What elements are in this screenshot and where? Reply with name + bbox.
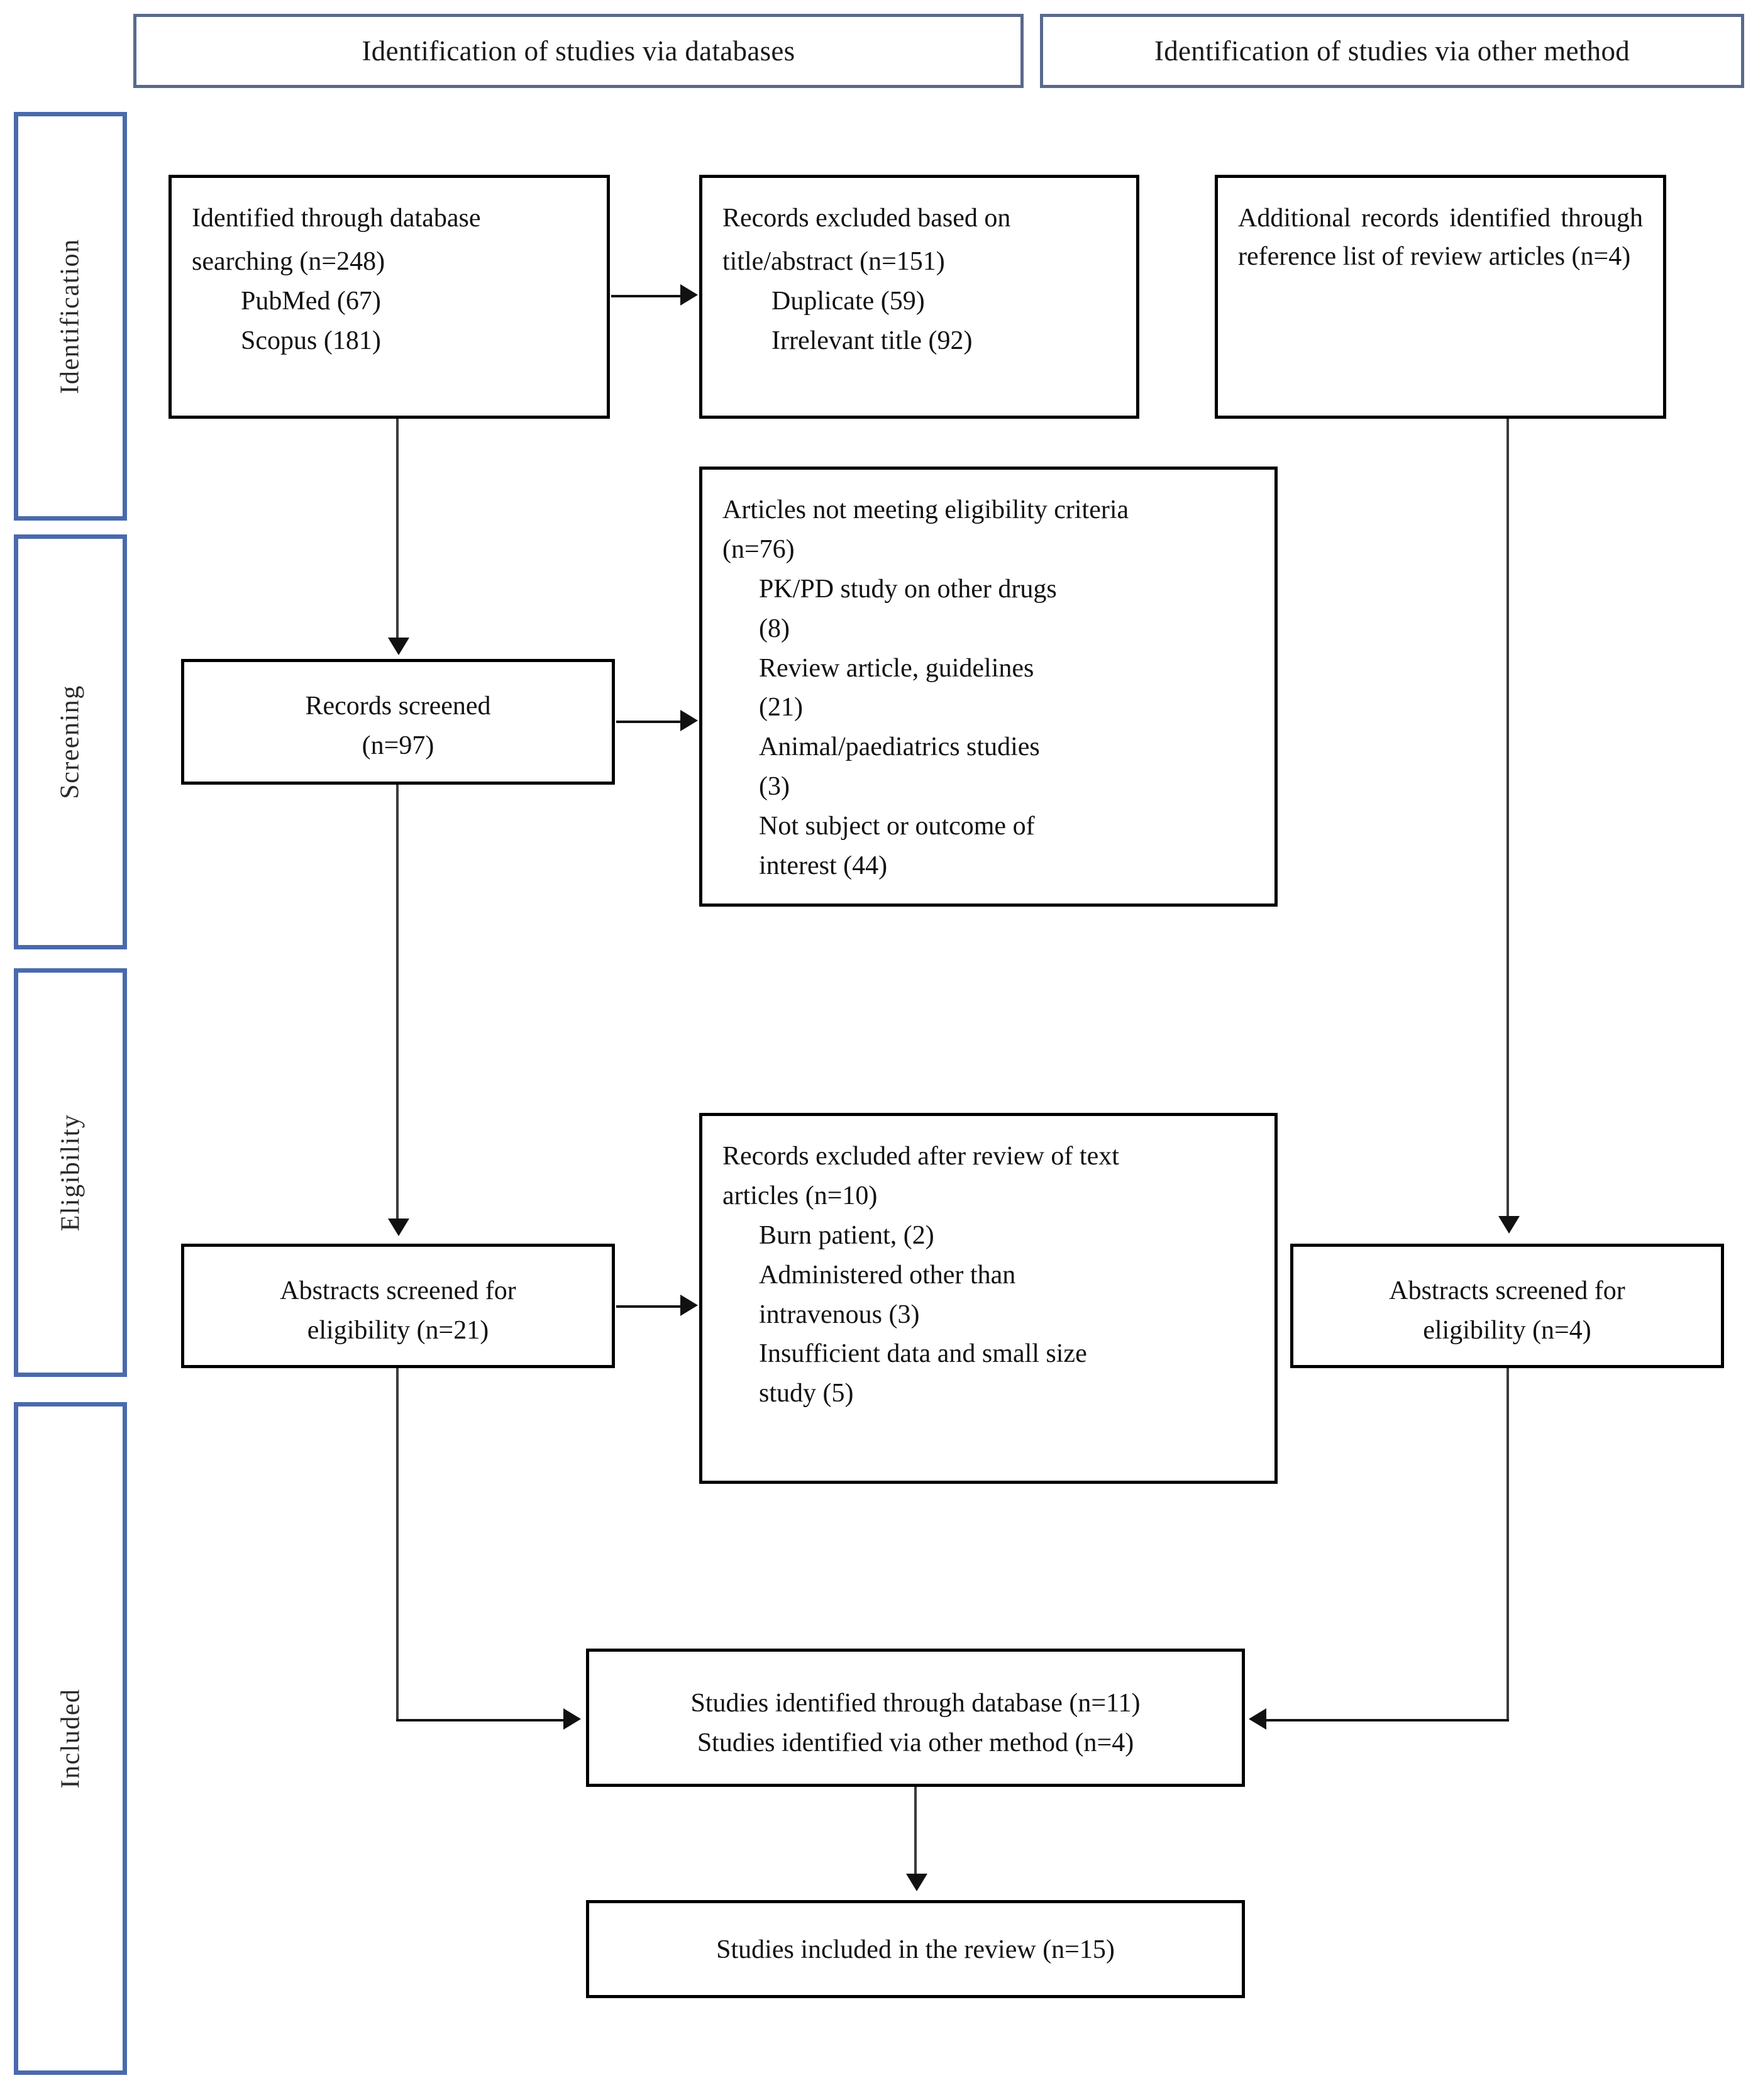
records-excluded-item-duplicate: Duplicate (59) — [771, 286, 925, 316]
articles-not-meeting-line1: Articles not meeting eligibility criteri… — [722, 495, 1129, 524]
articles-item-notsubject: Not subject or outcome of — [759, 812, 1035, 841]
records-screened-line1: Records screened — [305, 692, 491, 721]
connector-abstracts-right-left — [1264, 1719, 1509, 1721]
header-databases: Identification of studies via databases — [133, 14, 1024, 88]
connector-screened-to-abstracts — [396, 785, 399, 1221]
box-identified-through-database: Identified through database searching (n… — [169, 175, 610, 419]
records-excluded-item-burn: Burn patient, (2) — [759, 1220, 934, 1250]
stage-label-identification: Identification — [56, 238, 85, 394]
additional-records-text: Additional records identified through re… — [1238, 204, 1643, 271]
connector-screened-to-articles — [616, 721, 684, 723]
abstracts-right-line1: Abstracts screened for — [1389, 1276, 1625, 1305]
arrowhead-identified-to-screened — [388, 638, 409, 655]
connector-abstracts-left-right — [396, 1719, 567, 1721]
articles-item-pkpd: PK/PD study on other drugs — [759, 574, 1057, 604]
header-databases-label: Identification of studies via databases — [362, 35, 795, 67]
articles-not-meeting-line2: (n=76) — [722, 534, 795, 564]
connector-additional-to-abstracts-right — [1506, 419, 1509, 1219]
arrowhead-screened-to-abstracts — [388, 1219, 409, 1236]
records-excluded-item-irrelevant: Irrelevant title (92) — [771, 326, 973, 355]
articles-item-notsubject-count: interest (44) — [759, 851, 888, 881]
records-excluded-item-intravenous: intravenous (3) — [759, 1300, 920, 1329]
articles-item-animal-count: (3) — [759, 772, 790, 802]
studies-identified-line2: Studies identified via other method (n=4… — [697, 1728, 1134, 1757]
arrowhead-abstracts-to-excluded — [680, 1295, 698, 1316]
arrowhead-screened-to-articles — [680, 710, 698, 731]
header-other-method: Identification of studies via other meth… — [1040, 14, 1744, 88]
stage-rail-identification: Identification — [14, 112, 127, 521]
articles-item-pkpd-count: (8) — [759, 614, 790, 643]
records-excluded-item-study: study (5) — [759, 1379, 854, 1408]
stage-rail-eligibility: Eligibility — [14, 968, 127, 1377]
records-excluded-text-line2: articles (n=10) — [722, 1181, 878, 1210]
connector-identified-to-screened — [396, 419, 399, 640]
records-screened-line2: (n=97) — [362, 731, 434, 760]
records-excluded-title-line1: Records excluded based on — [722, 204, 1011, 233]
stage-label-screening: Screening — [56, 685, 86, 799]
records-excluded-title-line2: title/abstract (n=151) — [722, 246, 945, 276]
abstracts-left-line1: Abstracts screened for — [280, 1276, 516, 1305]
articles-item-review-count: (21) — [759, 693, 803, 722]
arrowhead-additional-to-abstracts-right — [1498, 1216, 1520, 1234]
identified-database-item-pubmed: PubMed (67) — [241, 286, 381, 316]
box-additional-records: Additional records identified through re… — [1215, 175, 1666, 419]
connector-identified-to-excluded — [611, 295, 685, 297]
box-studies-included: Studies included in the review (n=15) — [586, 1900, 1245, 1998]
records-excluded-item-administered: Administered other than — [759, 1260, 1016, 1290]
articles-item-review: Review article, guidelines — [759, 653, 1034, 683]
articles-item-animal: Animal/paediatrics studies — [759, 732, 1040, 762]
identified-database-item-scopus: Scopus (181) — [241, 326, 381, 355]
arrowhead-identified-to-excluded — [680, 284, 698, 306]
arrowhead-right-into-studies — [1249, 1708, 1266, 1730]
stage-label-included: Included — [55, 1688, 85, 1789]
stage-rail-included: Included — [14, 1402, 127, 2075]
box-abstracts-screened-left: Abstracts screened for eligibility (n=21… — [181, 1244, 615, 1368]
connector-abstracts-left-down — [396, 1368, 399, 1720]
stage-rail-screening: Screening — [14, 534, 127, 949]
connector-studies-to-included — [914, 1787, 917, 1876]
connector-abstracts-to-excluded — [616, 1305, 684, 1308]
records-excluded-item-insufficient: Insufficient data and small size — [759, 1339, 1087, 1369]
identified-database-line2: searching (n=248) — [192, 246, 385, 276]
studies-included-line1: Studies included in the review (n=15) — [716, 1935, 1115, 1964]
box-abstracts-screened-right: Abstracts screened for eligibility (n=4) — [1290, 1244, 1724, 1368]
box-articles-not-meeting-eligibility: Articles not meeting eligibility criteri… — [699, 467, 1278, 907]
arrowhead-studies-to-included — [906, 1874, 927, 1891]
identified-database-line1: Identified through database — [192, 204, 481, 233]
stage-label-eligibility: Eligibility — [56, 1114, 85, 1232]
connector-abstracts-right-down — [1506, 1368, 1509, 1720]
records-excluded-text-line1: Records excluded after review of text — [722, 1142, 1119, 1171]
abstracts-right-line2: eligibility (n=4) — [1423, 1315, 1591, 1345]
box-studies-identified: Studies identified through database (n=1… — [586, 1649, 1245, 1787]
abstracts-left-line2: eligibility (n=21) — [307, 1315, 489, 1345]
box-records-excluded-title-abstract: Records excluded based on title/abstract… — [699, 175, 1139, 419]
box-records-screened: Records screened (n=97) — [181, 659, 615, 785]
arrowhead-left-into-studies — [563, 1708, 581, 1730]
studies-identified-line1: Studies identified through database (n=1… — [690, 1689, 1141, 1718]
header-other-method-label: Identification of studies via other meth… — [1154, 35, 1630, 67]
box-records-excluded-after-review: Records excluded after review of text ar… — [699, 1113, 1278, 1484]
